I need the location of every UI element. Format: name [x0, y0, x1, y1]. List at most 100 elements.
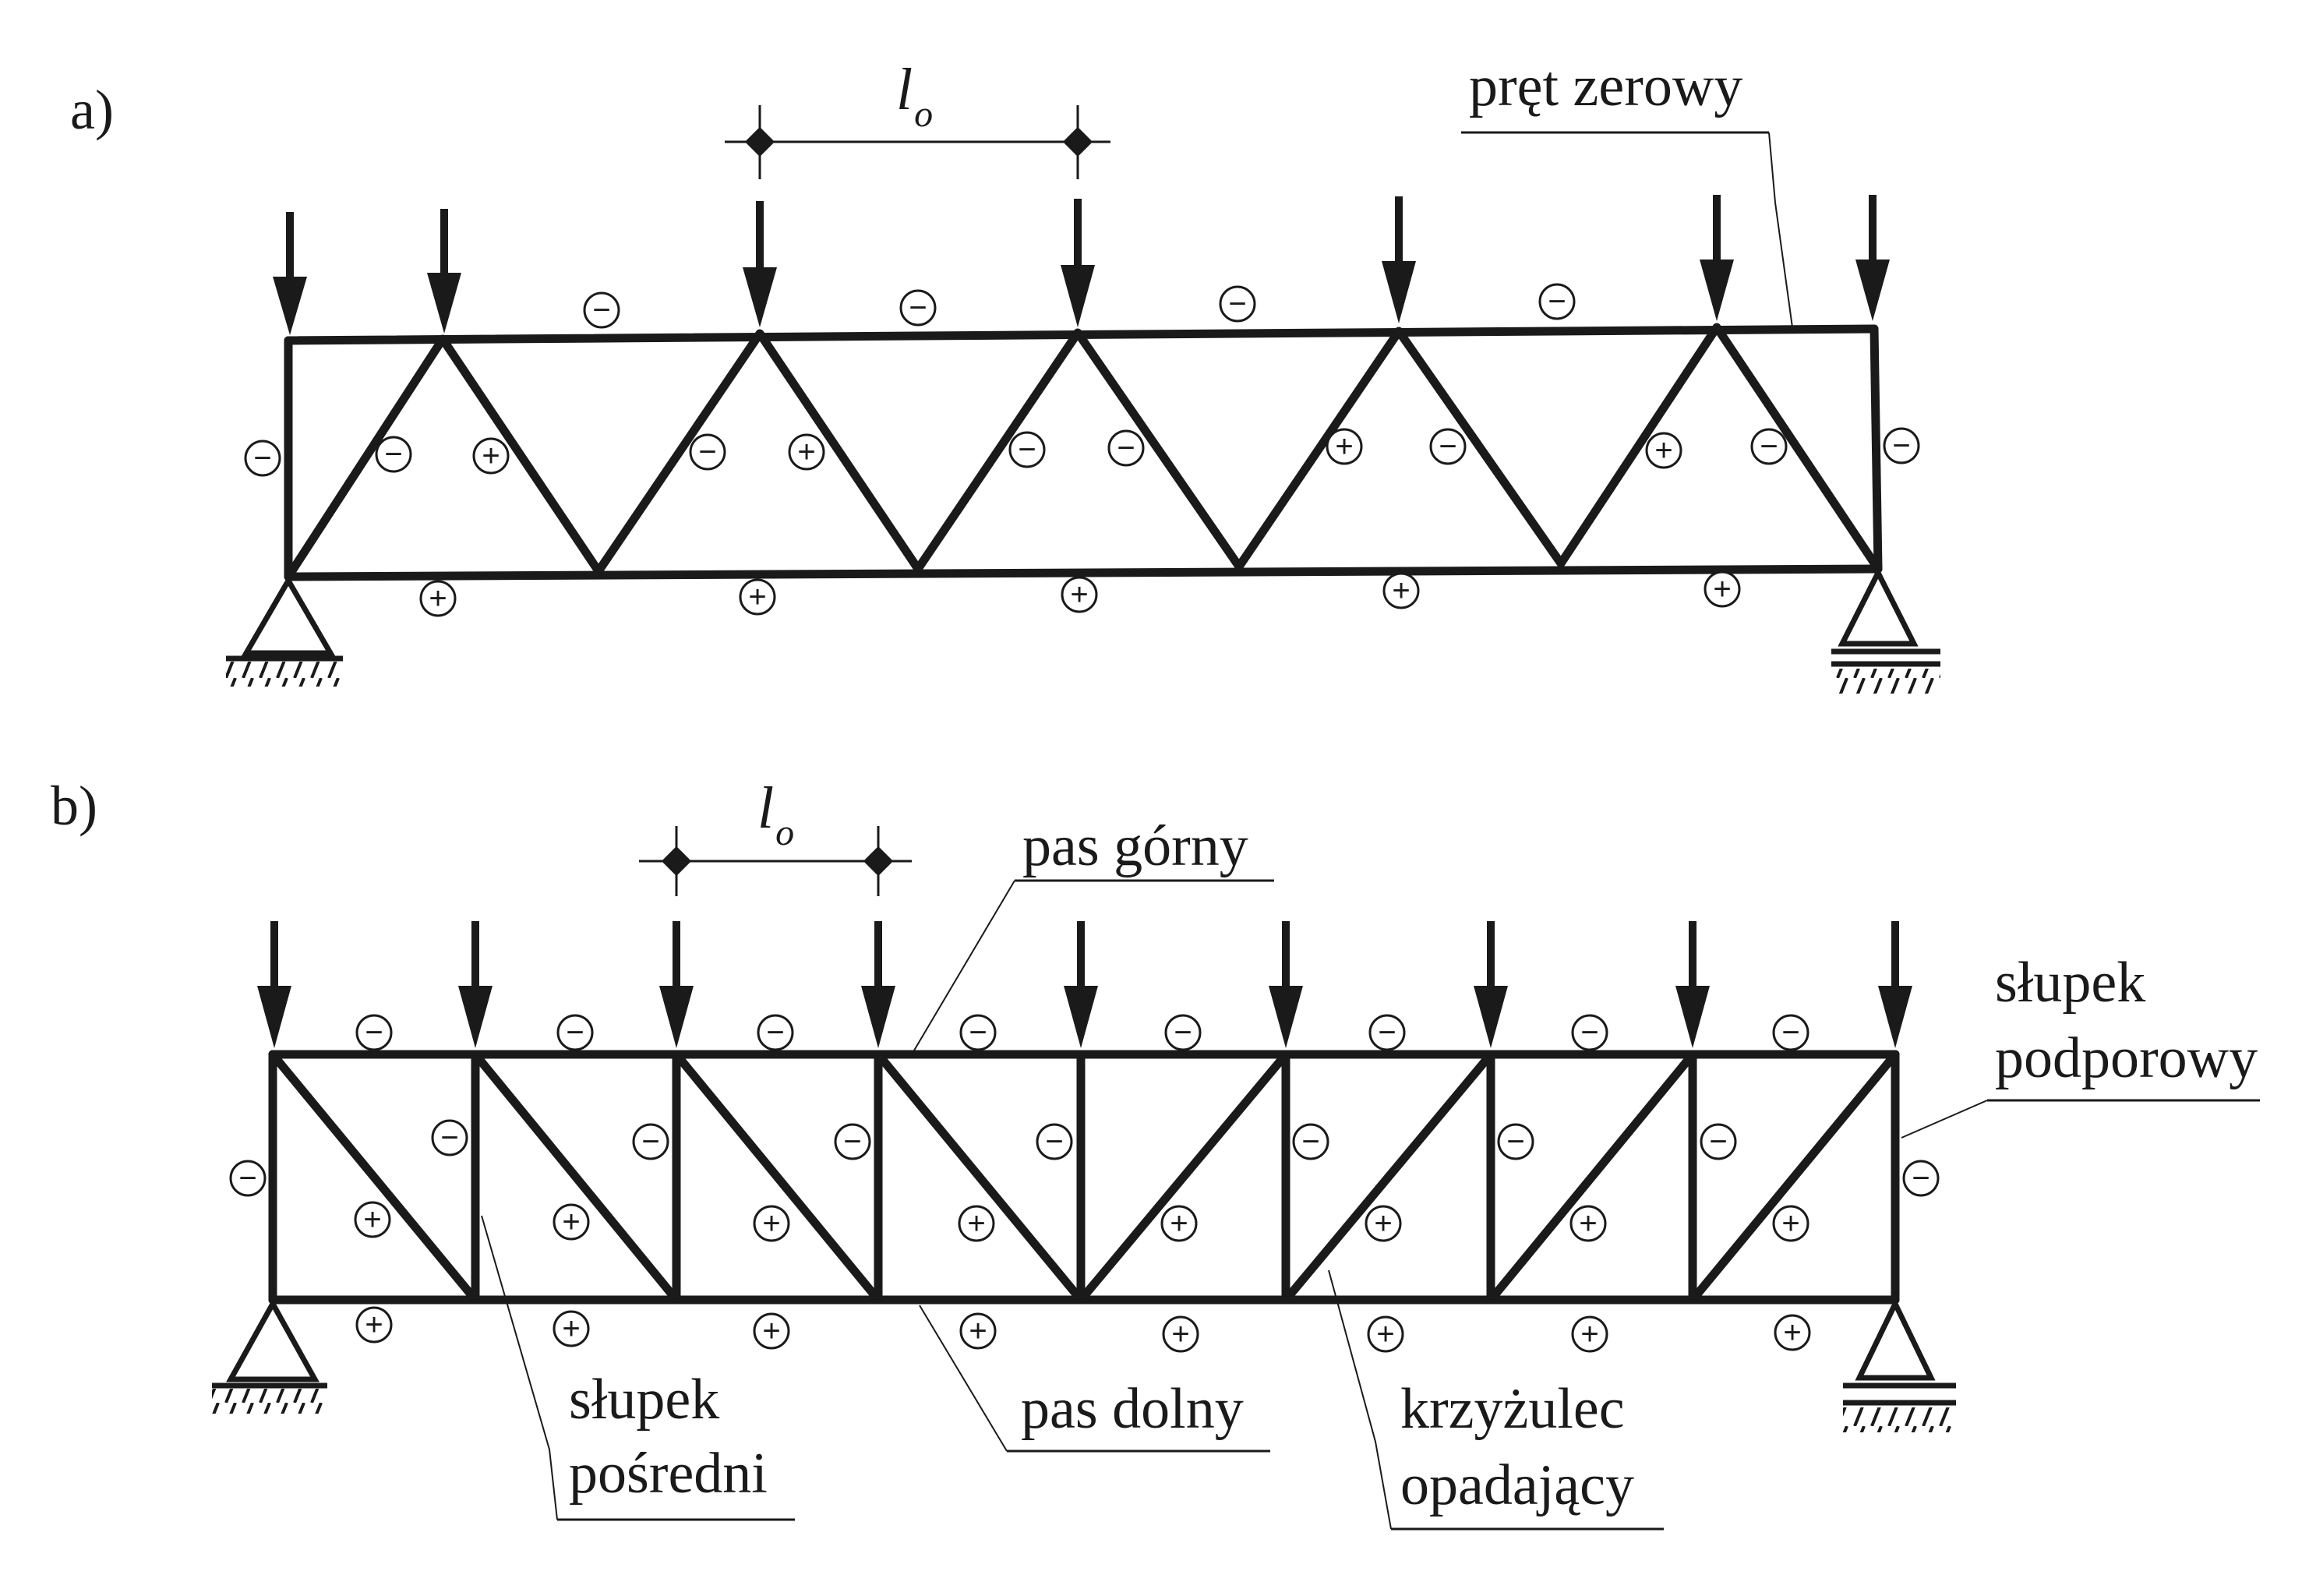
sign-bottom-chord: + [419, 580, 457, 617]
svg-text:+: + [365, 1308, 383, 1342]
panel-a-label: a) [70, 79, 114, 141]
callout-pret-zerowy: pręt zerowy [1461, 55, 1793, 328]
svg-text:−: − [238, 1161, 256, 1195]
svg-text:−: − [440, 1121, 458, 1155]
svg-text:+: + [1374, 1206, 1392, 1241]
force-signs-a: − − − − − − [244, 283, 1920, 617]
svg-text:−: − [698, 435, 716, 469]
sign-post: − [632, 1123, 669, 1160]
svg-text:+: + [969, 1314, 987, 1348]
sign-diagonal: − [1750, 428, 1788, 465]
sign-diagonal: + [1569, 1205, 1607, 1242]
sign-left-post: − [229, 1160, 267, 1197]
svg-text:−: − [384, 437, 402, 471]
svg-text:−: − [1709, 1125, 1727, 1159]
sign-bottom-chord: + [1061, 576, 1098, 613]
sign-bottom-chord: + [1367, 1315, 1404, 1353]
sign-post: − [1497, 1123, 1534, 1160]
svg-text:−: − [1781, 1015, 1799, 1050]
sign-top-chord: − [1772, 1014, 1809, 1051]
svg-text:+: + [562, 1205, 580, 1239]
svg-text:krzyżulec: krzyżulec [1400, 1377, 1625, 1441]
load-arrow-head [1269, 986, 1303, 1048]
sign-right-post: − [1902, 1160, 1940, 1197]
sign-bottom-chord: + [753, 1312, 790, 1350]
svg-text:−: − [1548, 284, 1566, 319]
svg-text:+: + [562, 1312, 580, 1346]
sign-top-chord: − [1571, 1014, 1608, 1051]
svg-text:+: + [797, 435, 815, 469]
load-arrow-head [1061, 265, 1095, 327]
sign-post: − [1700, 1123, 1737, 1160]
svg-text:+: + [363, 1202, 381, 1237]
svg-text:+: + [1170, 1206, 1188, 1241]
force-signs-b: − − − − − − − − − − − − − − − − − + + + … [229, 1014, 1940, 1353]
diagonal [1076, 1050, 1290, 1305]
callout-slupek-podporowy: słupek podporowy [1901, 951, 2260, 1139]
svg-text:+: + [748, 580, 766, 614]
sign-top-chord: − [1219, 285, 1256, 323]
svg-text:−: − [1228, 287, 1246, 321]
diagonal [471, 1050, 681, 1305]
svg-text:−: − [1912, 1161, 1930, 1195]
sign-post: − [1036, 1123, 1073, 1160]
diagonal [1281, 1050, 1495, 1305]
panel-b: b) lo [51, 775, 2260, 1531]
sign-bottom-chord: + [739, 578, 776, 616]
svg-text:+: + [1171, 1317, 1189, 1351]
span-label-b: lo [757, 775, 794, 853]
svg-text:+: + [1579, 1206, 1597, 1241]
load-arrow-head [861, 986, 895, 1048]
load-arrow-head [458, 986, 493, 1048]
load-arrow-head [1878, 986, 1912, 1048]
panel-b-label: b) [51, 775, 97, 837]
sign-diagonal: − [1429, 428, 1467, 465]
sign-post: − [431, 1119, 468, 1156]
svg-text:+: + [1335, 429, 1353, 464]
load-arrow-head [743, 267, 777, 327]
sign-diagonal: − [375, 436, 412, 473]
sign-top-chord: − [1538, 283, 1576, 320]
svg-text:−: − [1378, 1015, 1396, 1050]
diagonals-a [284, 323, 1883, 581]
load-arrow-head [1700, 260, 1734, 321]
svg-text:pośredni: pośredni [569, 1442, 768, 1506]
sign-diagonal: + [472, 437, 510, 475]
sign-diagonal: + [354, 1201, 391, 1238]
svg-text:−: − [592, 293, 610, 327]
roller-support-right-a [1831, 567, 1940, 694]
sign-bottom-chord: + [1704, 570, 1741, 608]
support-post-right-a [1869, 324, 1883, 574]
sign-bottom-chord: + [355, 1306, 393, 1344]
diagonal [268, 1050, 480, 1305]
sign-bottom-chord: + [959, 1312, 997, 1350]
sign-bottom-chord: + [1382, 572, 1420, 609]
load-arrow-head [273, 277, 307, 335]
svg-text:+: + [1783, 1315, 1801, 1350]
svg-text:−: − [566, 1015, 584, 1050]
sign-bottom-chord: + [1162, 1315, 1199, 1353]
svg-text:−: − [766, 1015, 784, 1050]
sign-top-chord: − [583, 291, 620, 329]
load-arrow-head [1855, 260, 1890, 321]
span-dimension-a [725, 105, 1110, 179]
diagonal [1486, 1050, 1697, 1305]
sign-right-post: − [1883, 427, 1920, 464]
svg-text:−: − [1045, 1125, 1063, 1159]
callout-pas-dolny: pas dolny [919, 1305, 1270, 1453]
sign-top-chord: − [1164, 1014, 1202, 1051]
span-label-a: lo [896, 57, 933, 135]
svg-text:−: − [969, 1015, 987, 1050]
svg-text:pas dolny: pas dolny [1021, 1377, 1244, 1441]
loads-b [257, 921, 1912, 1048]
svg-text:−: − [1439, 429, 1456, 464]
svg-text:+: + [1781, 1206, 1799, 1241]
callout-krzyzulec-opadajacy: krzyżulec opadający [1328, 1269, 1664, 1531]
diagonal [874, 1050, 1086, 1305]
svg-text:−: − [1506, 1125, 1524, 1159]
sign-top-chord: − [355, 1014, 393, 1051]
callout-slupek-posredni: słupek pośredni [481, 1215, 795, 1521]
svg-text:+: + [482, 439, 500, 473]
diagonal [1688, 1050, 1900, 1305]
